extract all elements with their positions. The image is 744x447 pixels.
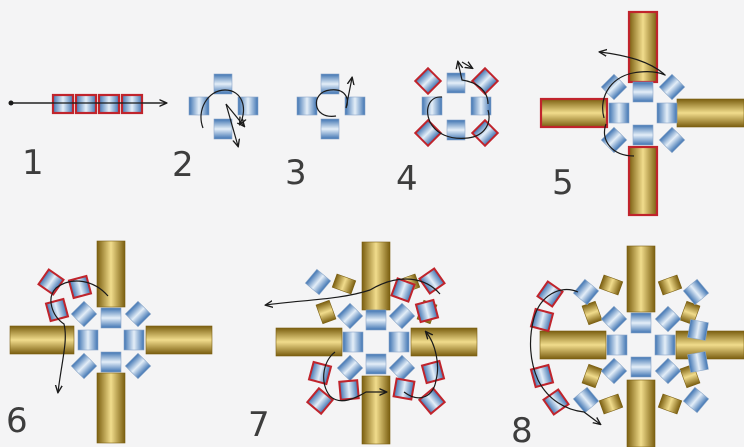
- step-label-2: 2: [172, 145, 194, 185]
- step-label-1: 1: [22, 143, 44, 183]
- step-1-diagram: [8, 93, 167, 115]
- step-2-diagram: [188, 73, 259, 146]
- step-3-diagram: [296, 73, 366, 140]
- step-4-diagram: [413, 62, 500, 148]
- step-6-diagram: [9, 240, 213, 444]
- step-label-4: 4: [396, 159, 418, 199]
- step-label-3: 3: [285, 153, 307, 193]
- step-8-diagram: [529, 245, 744, 447]
- step-7-diagram: [266, 241, 478, 445]
- step-label-8: 8: [511, 411, 533, 447]
- step-label-5: 5: [552, 163, 574, 203]
- step-label-6: 6: [6, 401, 28, 441]
- step-label-7: 7: [248, 405, 270, 445]
- step-5-diagram: [539, 10, 744, 217]
